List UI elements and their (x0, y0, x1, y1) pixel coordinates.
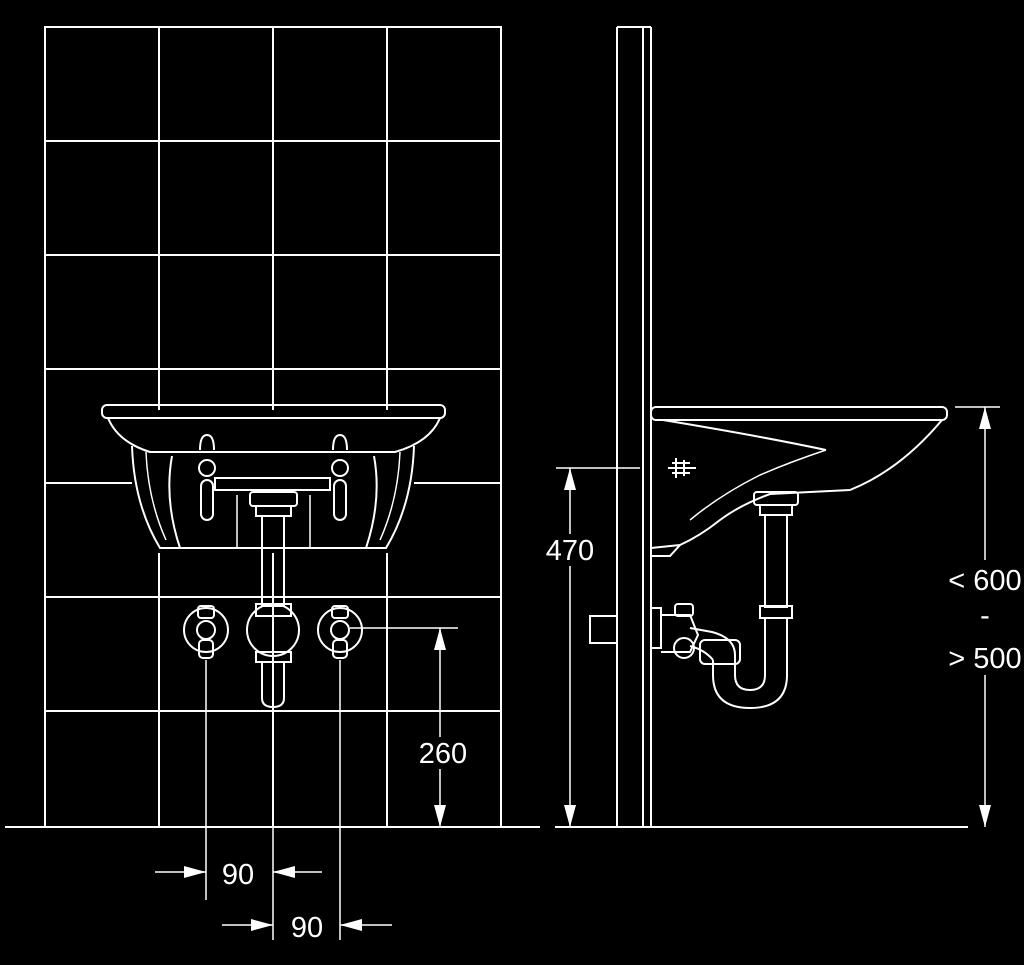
drain-trap-front (246, 491, 300, 709)
rim-height-max-label: < 600 (948, 565, 1021, 597)
dimension-260: 260 (350, 627, 470, 827)
side-view: 470 < 600 - > 500 (540, 26, 1024, 828)
mount-height-label: 470 (546, 535, 594, 567)
dimension-90-lower: 90 (222, 660, 392, 944)
wall-section (589, 26, 652, 827)
rim-height-min-label: > 500 (948, 643, 1021, 675)
washbasin-front (101, 404, 446, 553)
front-view: 260 90 90 (5, 26, 540, 944)
rim-height-separator: - (980, 600, 990, 632)
drain-trap-side (650, 491, 799, 710)
dimension-90-upper: 90 (155, 660, 322, 940)
washbasin-side (650, 406, 948, 557)
dimension-rim-height: < 600 - > 500 (945, 406, 1024, 827)
tap-spacing-right-label: 90 (291, 912, 323, 944)
angle-valve-left-front (183, 605, 229, 659)
supply-height-label: 260 (419, 738, 467, 770)
angle-valve-right-front (317, 605, 363, 659)
tap-spacing-left-label: 90 (222, 859, 254, 891)
dimension-470: 470 (540, 467, 640, 827)
